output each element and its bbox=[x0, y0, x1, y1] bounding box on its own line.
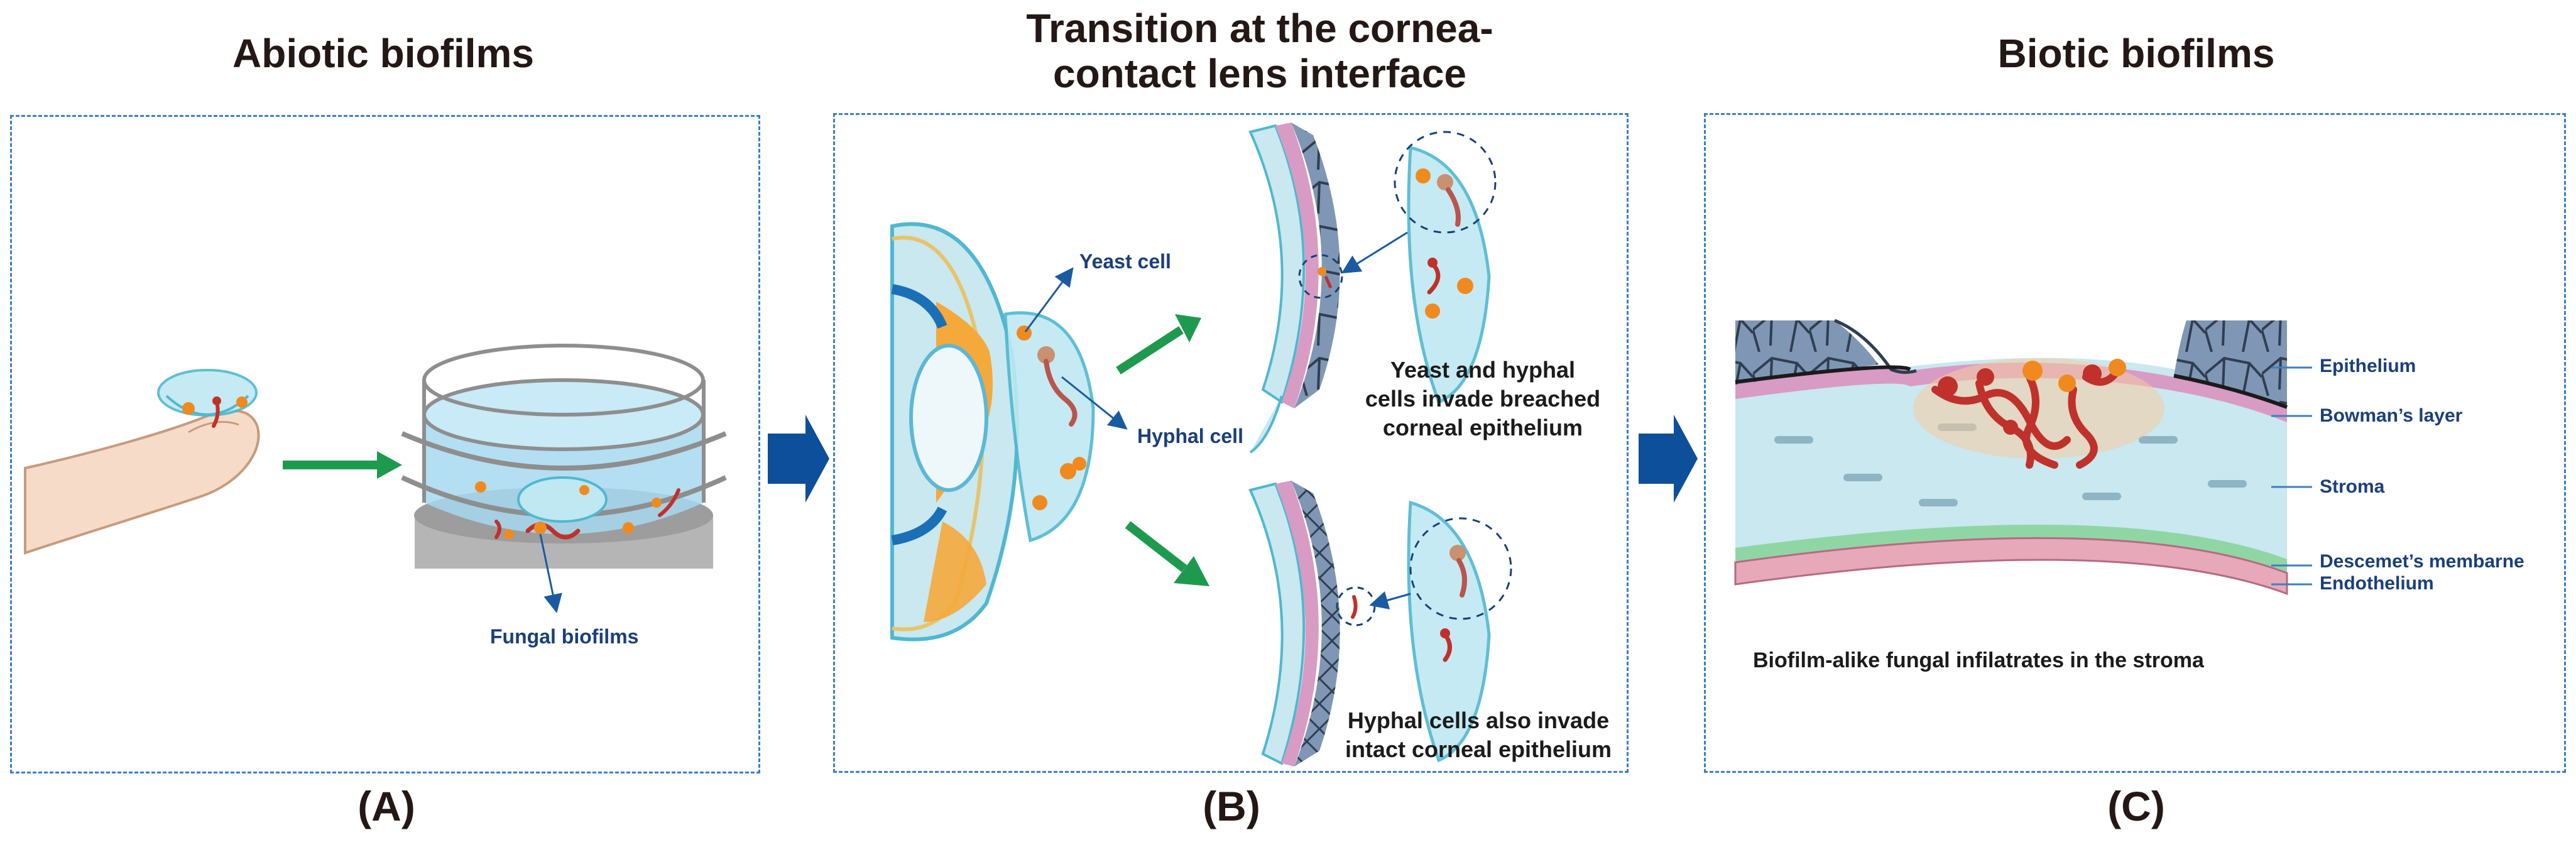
cornea-cross-section bbox=[1734, 319, 2288, 596]
petri-dish bbox=[401, 344, 727, 569]
panel-a-title: Abiotic biofilms bbox=[232, 31, 534, 76]
fungal-biofilms-pointer bbox=[539, 533, 562, 613]
layer-descemet-label: Descemet’s membarne bbox=[2320, 551, 2524, 572]
panel-b-letter: (B) bbox=[1203, 783, 1260, 829]
hyphal-cell-pointer bbox=[1061, 376, 1128, 430]
green-arrow-b-up bbox=[1116, 314, 1201, 374]
breached-zoom-pointer bbox=[1341, 231, 1408, 274]
intact-caption-line2: intact corneal epithelium bbox=[1345, 736, 1612, 763]
fungal-biofilms-label: Fungal biofilms bbox=[490, 625, 639, 648]
yeast-cell-pointer bbox=[1024, 267, 1074, 332]
breached-cornea-section bbox=[1248, 123, 1497, 454]
intact-caption-line1: Hyphal cells also invade bbox=[1347, 707, 1610, 733]
layer-stroma-label: Stroma bbox=[2320, 476, 2385, 497]
panel-b-frame bbox=[833, 113, 1629, 773]
intact-zoom-pointer bbox=[1369, 591, 1411, 609]
panel-c-frame bbox=[1704, 113, 2566, 773]
layer-endothelium-label: Endothelium bbox=[2320, 573, 2434, 594]
eye-illustration bbox=[890, 222, 1095, 642]
breached-caption-line2: cells invade breached bbox=[1365, 386, 1601, 412]
stroma-caption: Biofilm-alike fungal infilatrates in the… bbox=[1753, 648, 2204, 672]
breached-caption-line3: corneal epithelium bbox=[1382, 415, 1583, 441]
finger-illustration bbox=[24, 409, 260, 555]
panel-b-title-line2: contact lens interface bbox=[1053, 50, 1466, 96]
big-arrow-b-to-c bbox=[1639, 415, 1698, 503]
big-arrow-a-to-b bbox=[768, 415, 829, 503]
panel-c-title: Biotic biofilms bbox=[1997, 31, 2275, 76]
layer-bowman-label: Bowman’s layer bbox=[2320, 405, 2463, 426]
breached-caption: Yeast and hyphal cells invade breached c… bbox=[1345, 356, 1621, 442]
layer-epithelium-label: Epithelium bbox=[2320, 356, 2416, 376]
panel-a-letter: (A) bbox=[357, 783, 415, 829]
hyphal-cell-label: Hyphal cell bbox=[1137, 425, 1243, 447]
breached-caption-line1: Yeast and hyphal bbox=[1390, 357, 1576, 383]
panel-b-title: Transition at the cornea- contact lens i… bbox=[867, 6, 1652, 96]
intact-cornea-section bbox=[1248, 481, 1512, 767]
green-arrow-b-down bbox=[1125, 521, 1209, 586]
intact-caption: Hyphal cells also invade intact corneal … bbox=[1331, 706, 1626, 764]
yeast-cell-label: Yeast cell bbox=[1079, 250, 1171, 273]
contact-lens-on-finger bbox=[157, 369, 258, 428]
panel-c-letter: (C) bbox=[2107, 783, 2165, 829]
panel-b-title-line1: Transition at the cornea- bbox=[1026, 6, 1493, 51]
green-arrow-a bbox=[283, 451, 402, 479]
panel-a-frame bbox=[10, 115, 760, 773]
